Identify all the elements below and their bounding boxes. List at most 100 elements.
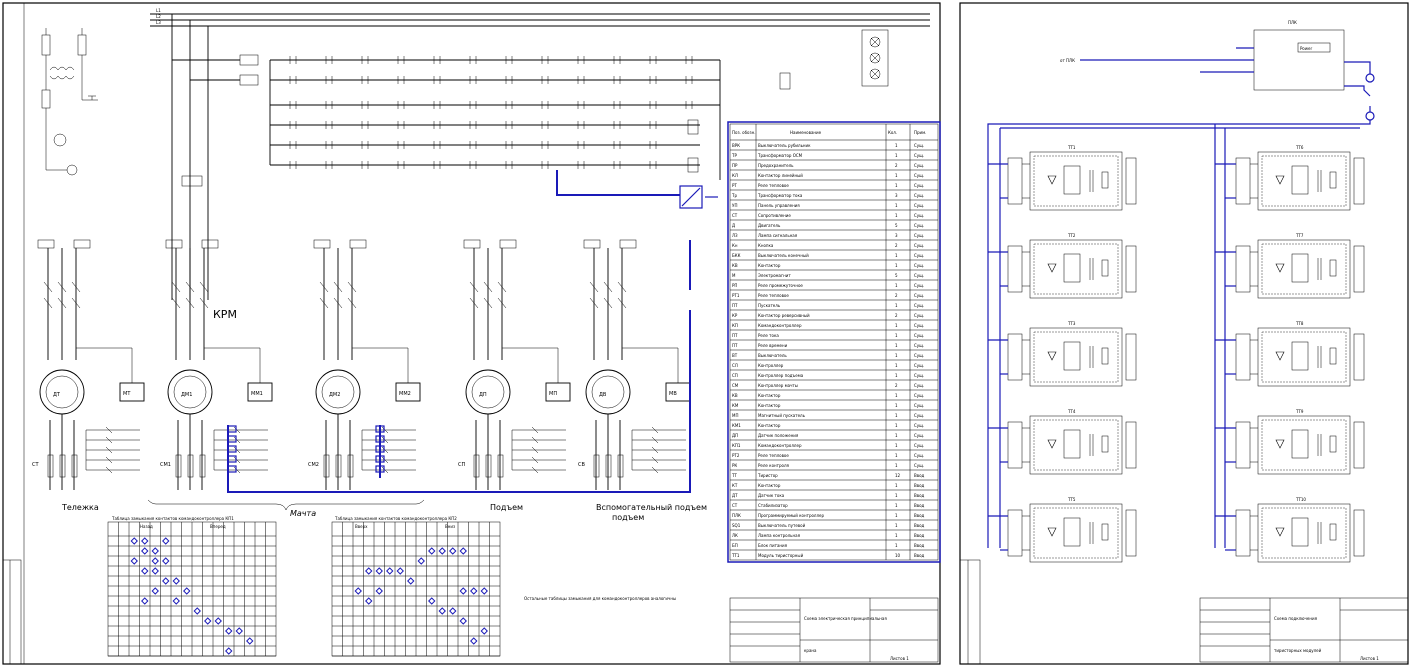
brake-wire bbox=[352, 347, 409, 383]
spec-cell-qty: 5 bbox=[895, 223, 898, 228]
thyristor-module-right: ТТ6 bbox=[1235, 145, 1365, 211]
spec-cell-note: Сущ. bbox=[914, 393, 924, 398]
rotor-resistor bbox=[497, 454, 504, 478]
resistor bbox=[1101, 347, 1109, 365]
spec-cell-note: Сущ. bbox=[914, 403, 924, 408]
contact-mark bbox=[105, 426, 113, 434]
closed-contact-mark bbox=[428, 597, 436, 605]
contact-mark bbox=[319, 297, 329, 309]
contact-mark bbox=[381, 456, 389, 464]
contact-mark bbox=[233, 446, 241, 454]
spec-cell-pos: КВ bbox=[732, 263, 738, 268]
closed-contact-mark bbox=[480, 587, 488, 595]
output-label-box bbox=[1353, 157, 1365, 205]
spec-cell-pos: ПТ bbox=[732, 333, 738, 338]
spec-cell-note: Ввод bbox=[914, 503, 925, 508]
closed-contact-mark bbox=[151, 547, 159, 555]
tables-note: Остальные таблицы замыкания для командок… bbox=[524, 596, 676, 601]
contact-mark bbox=[105, 456, 113, 464]
rotor-resistor bbox=[473, 454, 480, 478]
input-label-box bbox=[1007, 333, 1023, 381]
output-label-box bbox=[1353, 245, 1365, 293]
rotor-resistor bbox=[71, 454, 78, 478]
input-label-box bbox=[1007, 245, 1023, 293]
main-contactor-coil bbox=[181, 175, 203, 187]
closed-contact-mark bbox=[162, 537, 170, 545]
spec-cell-pos: СМ bbox=[732, 383, 739, 388]
contact-mark bbox=[319, 281, 329, 293]
contact-mark bbox=[651, 446, 659, 454]
plc-label: ПЛК bbox=[1288, 20, 1297, 25]
spec-cell-note: Ввод bbox=[914, 513, 925, 518]
thyristor-module-left: ТТ1 bbox=[1007, 145, 1137, 211]
spec-cell-qty: 1 bbox=[895, 263, 898, 268]
resistor bbox=[1329, 523, 1337, 541]
contact-mark bbox=[43, 281, 53, 293]
contact-mark bbox=[497, 297, 507, 309]
closed-contact-mark bbox=[151, 567, 159, 575]
spec-cell-pos: СЛ bbox=[732, 363, 738, 368]
closed-contact-mark bbox=[480, 627, 488, 635]
spec-cell-note: Сущ. bbox=[914, 293, 924, 298]
highlighted-contact bbox=[227, 425, 237, 433]
spec-cell-pos: Тр bbox=[731, 193, 737, 198]
contact-mark bbox=[603, 297, 613, 309]
spec-cell-note: Сущ. bbox=[914, 453, 924, 458]
module-inner bbox=[1261, 331, 1347, 383]
spec-cell-name: Выключатель рубильник bbox=[758, 143, 811, 148]
brake-label: МП bbox=[549, 391, 557, 397]
spec-cell-qty: 1 bbox=[895, 253, 898, 258]
contact-mark bbox=[651, 456, 659, 464]
brake-label: ММ2 bbox=[399, 391, 411, 397]
optocoupler bbox=[1291, 517, 1309, 547]
supply-bus: L1 L2 L3 bbox=[150, 8, 930, 300]
module-inner bbox=[1261, 243, 1347, 295]
spec-cell-pos: КВ bbox=[732, 393, 738, 398]
closed-contact-mark bbox=[407, 577, 415, 585]
rotor-resistor bbox=[605, 454, 612, 478]
spec-cell-name: Реле тока bbox=[758, 333, 779, 338]
spec-cell-name: Сопротивление bbox=[758, 213, 791, 218]
spec-cell-pos: Кн bbox=[732, 243, 738, 248]
thyristor-module-right: ТТ9 bbox=[1235, 409, 1365, 475]
spec-cell-pos: ВТ bbox=[732, 353, 738, 358]
resistor bbox=[1101, 259, 1109, 277]
input-label-box bbox=[1235, 421, 1251, 469]
spec-cell-qty: 1 bbox=[895, 423, 898, 428]
rotor-resistor bbox=[335, 454, 342, 478]
contact-mark bbox=[381, 436, 389, 444]
optocoupler bbox=[1291, 253, 1309, 283]
section-label-aux-lift: Вспомогательный подъем bbox=[596, 503, 707, 512]
spec-cell-pos: КТ bbox=[732, 483, 738, 488]
highlighted-contact bbox=[227, 465, 237, 473]
contact-mark bbox=[171, 297, 181, 309]
resistor bbox=[1329, 259, 1337, 277]
contact-mark bbox=[483, 297, 493, 309]
section-label-trolley: Тележка bbox=[61, 503, 99, 512]
module-inner bbox=[1033, 243, 1119, 295]
module-outline bbox=[1029, 151, 1123, 211]
highlighted-contact bbox=[227, 435, 237, 443]
resistor bbox=[1101, 171, 1109, 189]
coil-kl bbox=[779, 72, 791, 90]
spec-cell-pos: ЛЗ bbox=[732, 233, 738, 238]
spec-cell-name: Реле контроля bbox=[758, 463, 790, 468]
spec-cell-pos: СП bbox=[732, 373, 738, 378]
module-outline bbox=[1029, 415, 1123, 475]
brake-label: ММ1 bbox=[251, 391, 263, 397]
contact-mark bbox=[603, 281, 613, 293]
output-label-box bbox=[1353, 421, 1365, 469]
svg-text:L2: L2 bbox=[156, 14, 161, 19]
motor-circle bbox=[39, 369, 85, 415]
title-block-right: Схема подключения тиристорных модулей Ли… bbox=[1199, 597, 1409, 663]
closed-contact-mark bbox=[365, 567, 373, 575]
spec-highlight-frame bbox=[727, 121, 941, 563]
spec-header-cell: Кол. bbox=[888, 130, 897, 135]
contact-mark bbox=[531, 426, 539, 434]
left-stamp-strip bbox=[2, 559, 22, 665]
brake-wire bbox=[502, 347, 559, 383]
contact-mark bbox=[347, 297, 357, 309]
thyristor-module-right: ТТ10 bbox=[1235, 497, 1365, 563]
